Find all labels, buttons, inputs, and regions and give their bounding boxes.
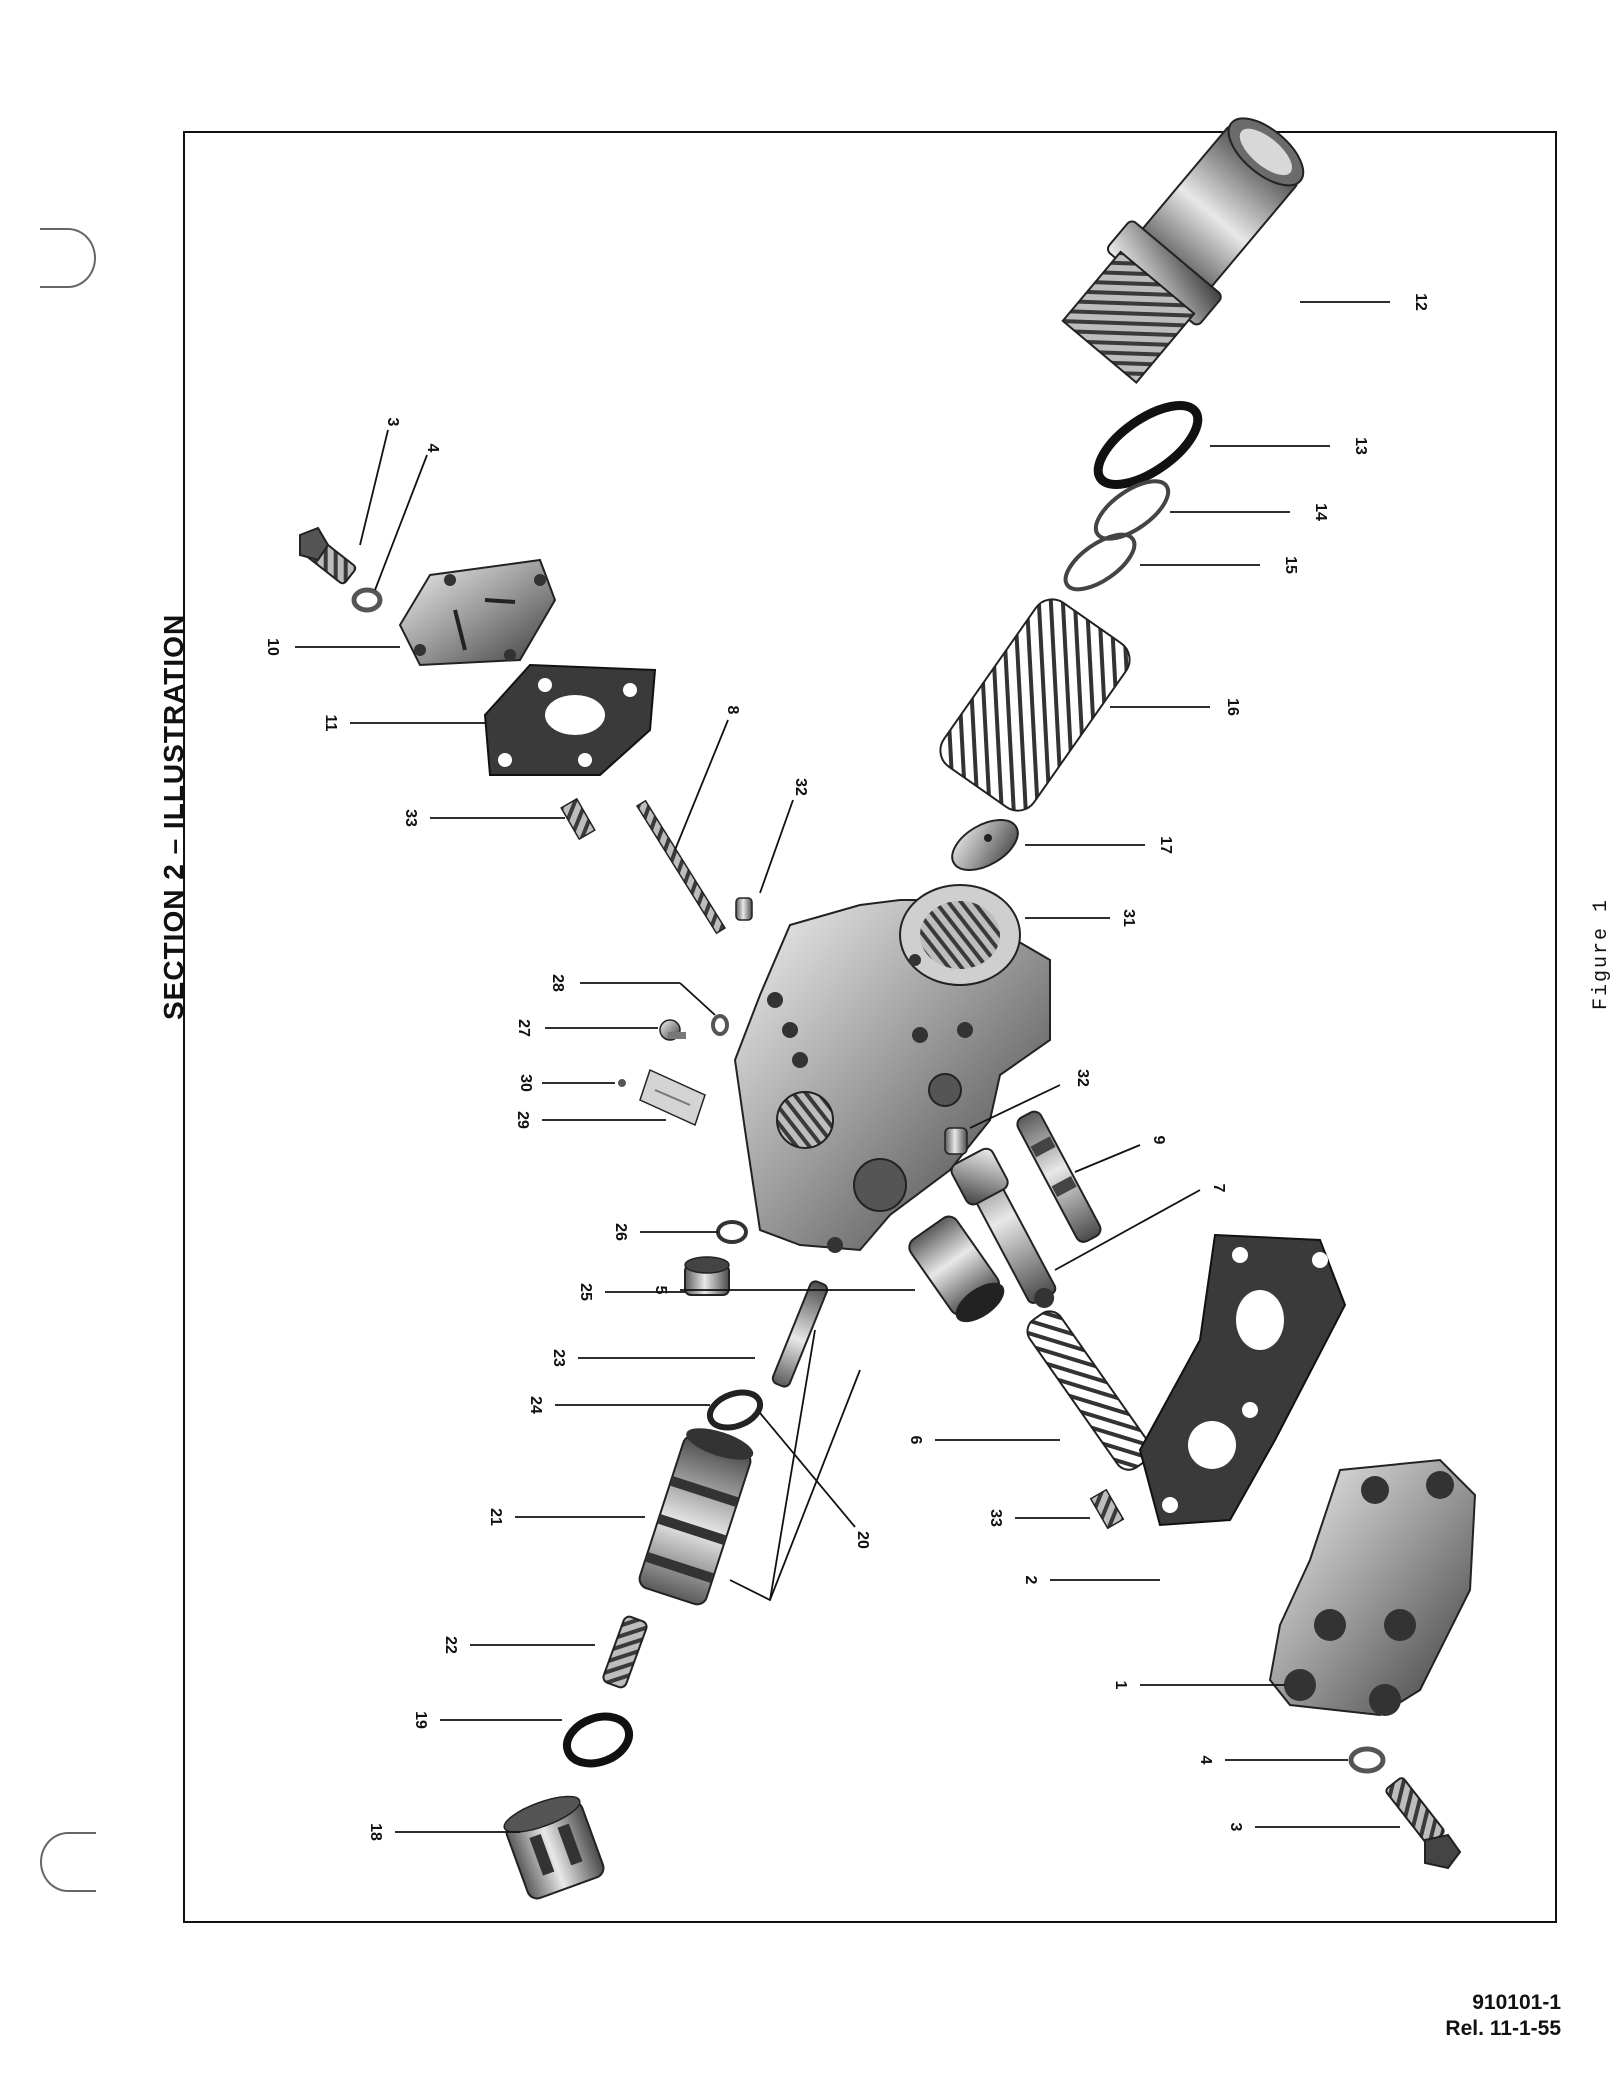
callout-c14: 14: [1312, 503, 1329, 521]
callout-c32b: 32: [1074, 1069, 1091, 1087]
part-8-threaded-rod: [635, 799, 727, 935]
callout-c11: 11: [322, 715, 339, 732]
leader-20-bracket-b: [769, 1329, 816, 1601]
illustration-frame: [183, 131, 1557, 1923]
callout-c8: 8: [724, 706, 741, 715]
part-27-screw: [659, 1019, 686, 1041]
callout-c4b: 4: [1197, 1756, 1214, 1765]
callout-c3b: 3: [1227, 1823, 1244, 1832]
callout-c28: 28: [549, 974, 566, 992]
part-33-set-screw-upper: [560, 797, 596, 841]
part-15-ring: [1063, 532, 1137, 592]
callout-c5: 5: [652, 1286, 669, 1295]
doc-number: 910101-1: [1472, 1991, 1561, 2014]
part-4-washer-lower: [1348, 1746, 1386, 1774]
part-21-sleeve: [638, 1428, 754, 1606]
callout-c22: 22: [442, 1636, 459, 1654]
callout-c32a: 32: [792, 778, 809, 796]
part-1-end-cover: [1268, 1458, 1477, 1717]
callout-c16: 16: [1224, 698, 1241, 716]
callout-c2: 2: [1022, 1576, 1039, 1585]
part-31-valve-body: [733, 884, 1051, 1253]
part-3-bolt-upper: [299, 526, 357, 585]
callout-c31: 31: [1120, 909, 1137, 927]
part-10-cover-plate: [398, 558, 557, 667]
callout-c27: 27: [515, 1019, 532, 1037]
callout-c23: 23: [550, 1349, 567, 1367]
part-13-o-ring: [1093, 400, 1203, 490]
part-2-gasket: [1138, 1233, 1347, 1527]
leader-9: [1074, 1144, 1141, 1173]
part-33-set-screw-lower: [1089, 1488, 1125, 1530]
callout-c7: 7: [1210, 1184, 1227, 1193]
callout-c10: 10: [264, 638, 281, 656]
part-26-o-ring: [716, 1220, 748, 1244]
part-29-nameplate: [639, 1068, 706, 1127]
callout-c21: 21: [487, 1508, 504, 1526]
callout-c26: 26: [612, 1223, 629, 1241]
part-14-backup-ring: [1093, 479, 1171, 541]
callout-c15: 15: [1282, 556, 1299, 574]
callout-c24: 24: [527, 1396, 544, 1414]
leader-8: [674, 719, 729, 851]
part-5-sleeve: [908, 1215, 1005, 1323]
callout-c19: 19: [412, 1711, 429, 1729]
callout-c25: 25: [577, 1283, 594, 1301]
callout-c33b: 33: [987, 1509, 1004, 1527]
part-30-drive-screw: [618, 1079, 626, 1087]
part-28-washer: [711, 1014, 729, 1036]
callout-labels: 1233445678910111213141516171819202122232…: [264, 293, 1429, 1841]
part-17-spring-seat: [951, 819, 1019, 871]
callout-c29: 29: [514, 1111, 531, 1129]
leader-32-upper: [759, 799, 794, 894]
callout-c6: 6: [907, 1436, 924, 1445]
part-16-spring: [939, 598, 1131, 812]
callout-c18: 18: [367, 1823, 384, 1841]
leader-7: [1054, 1189, 1201, 1271]
part-11-gasket: [483, 663, 657, 776]
part-25-plug: [684, 1256, 730, 1296]
callout-c30: 30: [517, 1074, 534, 1092]
callout-c9: 9: [1150, 1136, 1167, 1145]
release-date: Rel. 11-1-55: [1445, 2017, 1561, 2040]
part-6-spring: [1026, 1310, 1152, 1471]
binder-hole-mark-bottom: [40, 1832, 96, 1892]
part-7-piston: [950, 1147, 1057, 1308]
part-32-bushing-lower: [944, 1127, 968, 1155]
part-22-threaded-insert: [602, 1615, 648, 1689]
part-23-pin: [771, 1280, 829, 1388]
leader-lines: [295, 301, 1400, 1833]
leader-28-tail: [679, 982, 716, 1016]
part-19-o-ring: [563, 1712, 633, 1768]
part-3-bolt-lower: [1385, 1777, 1462, 1870]
callout-c17: 17: [1157, 836, 1174, 854]
part-9-spool: [1016, 1110, 1102, 1243]
callout-c1: 1: [1112, 1681, 1129, 1690]
part-32-bushing-upper: [735, 897, 753, 921]
part-24-o-ring: [706, 1389, 764, 1431]
leader-4-upper: [374, 454, 428, 591]
leader-32-lower: [969, 1084, 1061, 1129]
callout-c4a: 4: [424, 444, 441, 453]
callout-c20: 20: [854, 1531, 871, 1549]
part-18-end-cap: [503, 1795, 605, 1900]
leader-20-main: [759, 1412, 856, 1528]
leader-20-bracket-a: [729, 1369, 861, 1602]
binder-hole-mark-top: [40, 228, 96, 288]
part-4-washer-upper: [351, 587, 383, 613]
callout-c3a: 3: [384, 418, 401, 427]
callout-c13: 13: [1352, 437, 1369, 455]
part-12-fitting: [1061, 117, 1305, 384]
callout-c33a: 33: [402, 809, 419, 827]
callout-c12: 12: [1412, 293, 1429, 311]
leader-3-upper: [359, 429, 389, 546]
page-footer: 910101-1 Rel. 11-1-55: [1445, 1990, 1561, 2042]
